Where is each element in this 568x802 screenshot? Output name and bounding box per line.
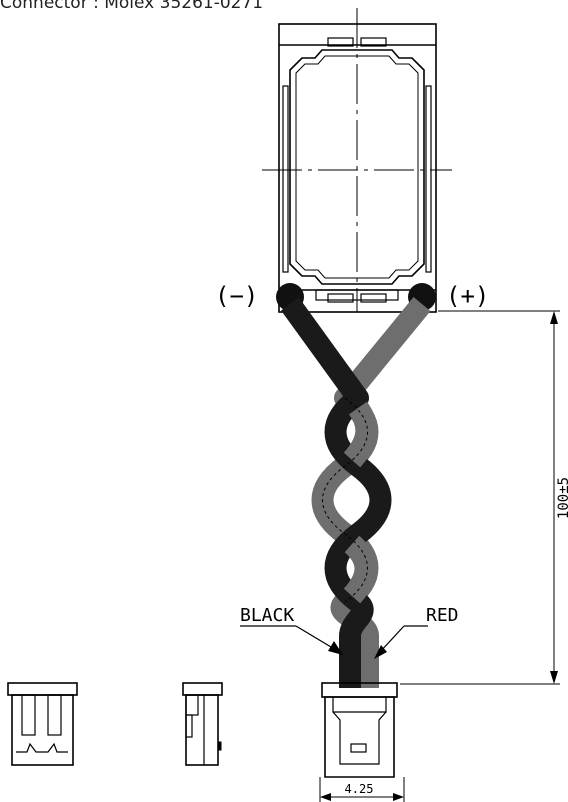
wires [281, 297, 431, 688]
length-arrow-bottom [550, 671, 558, 684]
width-dimension [319, 777, 405, 802]
red-wire-overlap [343, 535, 377, 604]
width-dimension-label: 4.25 [345, 782, 374, 796]
width-arrow-left [320, 793, 331, 801]
red-callout-arrow [374, 645, 387, 659]
black-wire-label: BLACK [240, 605, 294, 626]
connector-note: Connector : Molex 35261-0271 [0, 0, 264, 13]
battery-holder [278, 23, 437, 313]
black-wire [281, 297, 392, 688]
red-wire-label: RED [426, 605, 459, 626]
red-wire-overlap [343, 401, 378, 468]
width-arrow-right [393, 793, 404, 801]
positive-label: (+) [446, 282, 489, 310]
connector-top-view [7, 682, 78, 766]
length-dimension [400, 310, 560, 685]
connector-front-view [321, 682, 398, 778]
negative-label: (−) [215, 282, 258, 310]
length-arrow-top [550, 311, 558, 324]
wire-callouts [240, 625, 428, 653]
length-dimension-label: 100±5 [556, 477, 568, 519]
center-lines [262, 8, 452, 312]
black-callout-arrow [328, 641, 343, 655]
connector-side-view [182, 682, 223, 766]
